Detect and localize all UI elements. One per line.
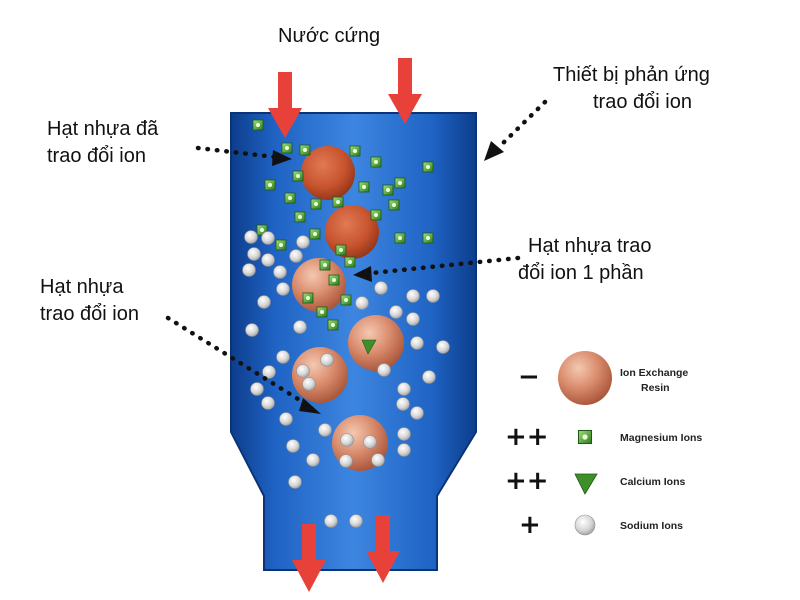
pointer-reactor: [495, 99, 548, 151]
inflow-arrow-right: [388, 58, 422, 124]
label-exchanged-line2: trao đổi ion: [47, 145, 146, 167]
pointer-resin: [165, 315, 309, 407]
arrowhead-partial: [353, 266, 372, 282]
pointer-exchanged: [195, 145, 278, 160]
legend-resin-label-line1: Ion Exchange: [620, 367, 689, 379]
label-resin-line2: trao đổi ion: [40, 303, 139, 325]
calcium-icon: [574, 473, 598, 495]
legend-calcium-sign: ++: [505, 466, 549, 496]
legend-sodium-sign: +: [519, 510, 541, 540]
legend-resin-label-line2: Resin: [641, 382, 670, 394]
outflow-arrows: [292, 515, 400, 592]
pointer-partial: [369, 255, 521, 276]
calcium-ion: [361, 339, 377, 355]
label-resin-line1: Hạt nhựa: [40, 276, 124, 298]
legend-magnesium-sign: ++: [505, 422, 549, 452]
magnesium-icon: [577, 429, 593, 445]
label-partial-line2: đổi ion 1 phần: [518, 262, 644, 284]
label-reactor-line2: trao đổi ion: [593, 91, 692, 113]
inflow-arrow-left: [268, 72, 302, 138]
arrowhead-resin: [299, 398, 321, 414]
pointer-lines: [165, 99, 548, 407]
sodium-icon: [574, 514, 596, 536]
arrowhead-reactor: [484, 141, 504, 161]
label-hard-water: Nước cứng: [278, 25, 381, 47]
outflow-arrow-left: [292, 524, 326, 592]
inflow-arrows: [268, 58, 422, 138]
label-reactor-line1: Thiết bị phản ứng: [553, 64, 710, 86]
pointer-arrowheads: [272, 141, 504, 414]
label-partial-line1: Hạt nhựa trao: [528, 235, 652, 257]
legend-icons: [558, 351, 612, 536]
label-exchanged-line1: Hạt nhựa đã: [47, 118, 159, 140]
legend-magnesium-label: Magnesium Ions: [620, 432, 703, 444]
resin-bead-icon: [558, 351, 612, 405]
legend-sodium-label: Sodium Ions: [620, 520, 683, 532]
legend-resin-sign: −: [518, 362, 540, 392]
resin-bead: [348, 315, 404, 371]
resin-bead-exchanged: [301, 146, 355, 200]
legend-calcium-label: Calcium Ions: [620, 476, 686, 488]
arrowhead-exchanged: [272, 150, 292, 166]
outflow-arrow-right: [366, 515, 400, 583]
